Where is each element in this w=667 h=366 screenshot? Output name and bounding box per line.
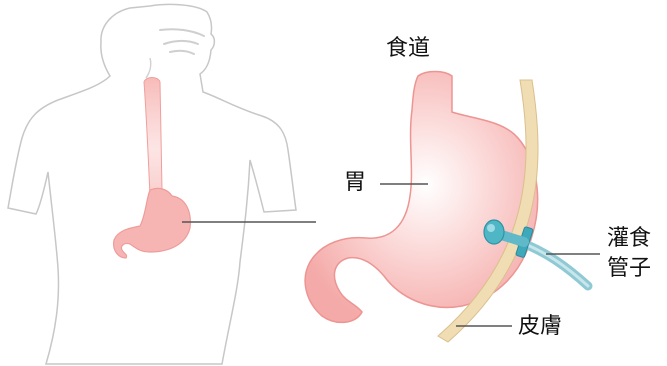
body-silhouette (8, 4, 296, 364)
stomach-label: 胃 (344, 172, 366, 194)
esophagus-label: 食道 (386, 38, 430, 60)
large-stomach (305, 72, 537, 323)
internal-bumper (484, 220, 504, 244)
feeding-tube-label-line2: 管子 (607, 258, 651, 280)
feeding-tube-label-line1: 灌食 (607, 228, 651, 250)
internal-bumper-shine (487, 224, 495, 232)
enlarged-view (305, 72, 600, 343)
feeding-tube (520, 242, 588, 286)
skin-label: 皮膚 (518, 316, 562, 338)
